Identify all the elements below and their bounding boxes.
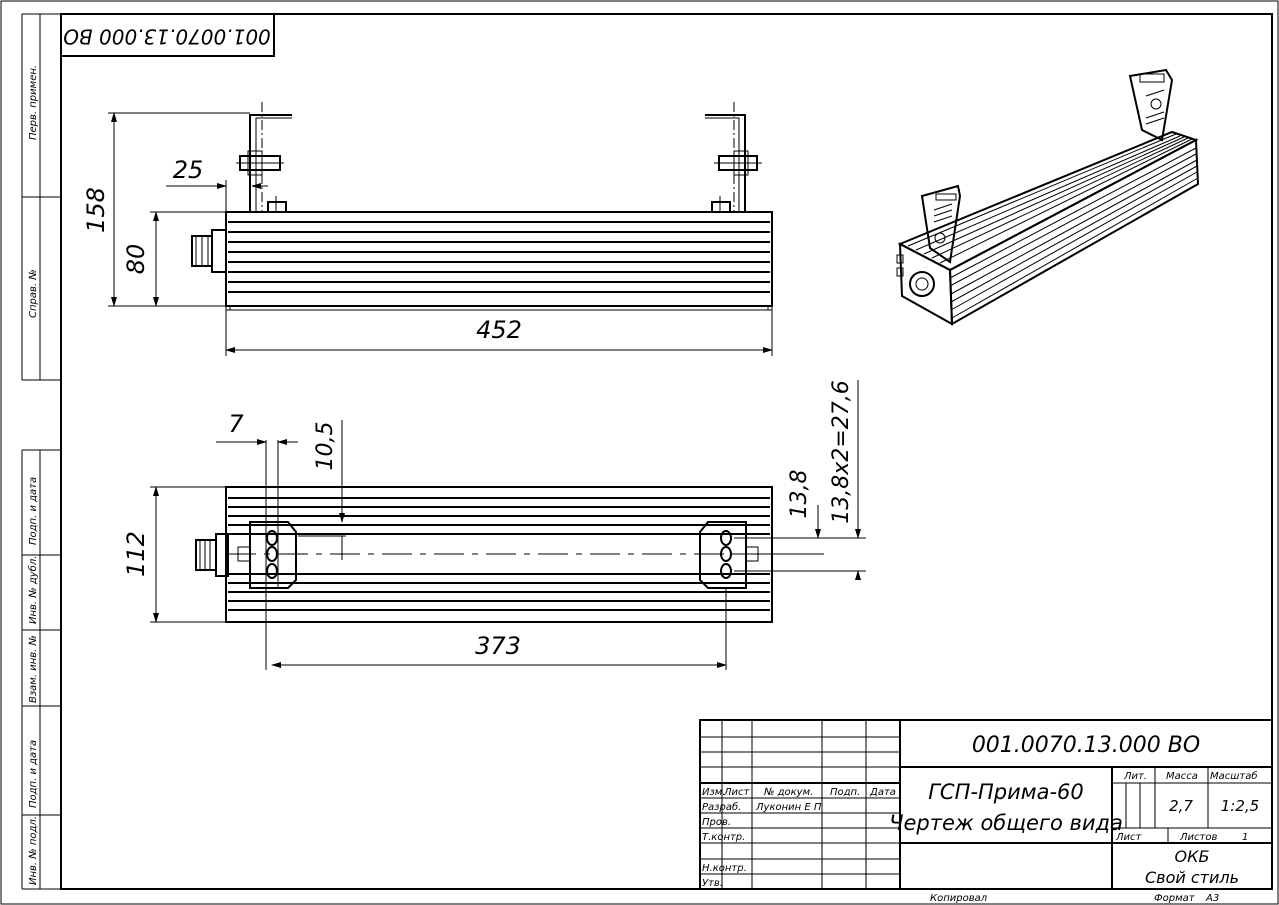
dim-label-158: 158 <box>82 187 110 233</box>
title-block: Изм. Лист № докум. Подп. Дата Разраб. Лу… <box>699 719 1273 904</box>
front-fins <box>228 221 770 293</box>
tb-sheet-code: 001.0070.13.000 ВО <box>972 733 1200 758</box>
front-view: 158 80 25 452 <box>82 102 773 356</box>
tb-masshtab-val: 1:2,5 <box>1221 797 1259 815</box>
plate-left <box>237 440 297 670</box>
dim-label-80: 80 <box>122 244 150 275</box>
dim-label-373: 373 <box>475 632 521 660</box>
sheet-code-rotated: 001.0070.13.000 ВО <box>63 25 271 49</box>
cable-gland-top <box>195 533 229 577</box>
tb-list: Лист <box>1115 832 1143 843</box>
tb-massa: Масса <box>1166 771 1198 782</box>
dim-373: 373 <box>271 632 727 668</box>
top-fins <box>228 497 770 611</box>
iso-fins <box>907 133 1199 319</box>
tb-listov-val: 1 <box>1242 832 1248 843</box>
dim-7: 7 <box>216 410 298 445</box>
dim-25: 25 <box>166 156 268 214</box>
tb-massa-val: 2,7 <box>1169 797 1193 815</box>
bracket-left <box>236 102 292 213</box>
top-view: 112 373 7 10,5 13,8 13,8х2=27 <box>122 380 866 670</box>
code-box-rotated: 001.0070.13.000 ВО <box>60 13 275 57</box>
tb-col-dokum: № докум. <box>763 787 813 798</box>
dim-13-8x2: 13,8х2=27,6 <box>734 380 866 580</box>
tb-listov: Листов <box>1179 832 1217 843</box>
inner-frame <box>60 13 1273 890</box>
isometric-view <box>896 68 1200 326</box>
dim-label-452: 452 <box>476 316 522 344</box>
tb-utv: Утв. <box>702 878 723 889</box>
side-strip: Перв. примен. Справ. № Подп. и дата Инв.… <box>21 13 61 890</box>
dim-label-7: 7 <box>228 410 244 438</box>
tb-razrab-name: Луконин Е П <box>755 802 822 813</box>
bracket-right <box>705 102 762 213</box>
label-vzam-inv: Взам. инв. № <box>28 635 39 703</box>
tb-kopiroval: Копировал <box>930 893 988 904</box>
plate-right <box>699 521 759 670</box>
tb-tkontr: Т.контр. <box>702 832 745 843</box>
tb-col-data: Дата <box>869 787 896 798</box>
tb-lit: Лит. <box>1123 771 1147 782</box>
label-inv-dubl: Инв. № дубл. <box>27 556 39 624</box>
dim-452: 452 <box>225 306 773 356</box>
dim-label-10-5: 10,5 <box>313 422 338 471</box>
dim-158: 158 <box>82 112 250 307</box>
tb-nkontr: Н.контр. <box>702 863 747 874</box>
dim-10-5: 10,5 <box>298 420 346 560</box>
tb-col-izm: Изм. <box>702 787 726 798</box>
tb-col-list: Лист <box>723 787 751 798</box>
dim-112: 112 <box>122 486 226 623</box>
dim-label-112: 112 <box>122 531 150 577</box>
label-inv-podl: Инв. № подл. <box>28 816 39 885</box>
tb-col-podp: Подп. <box>830 787 860 798</box>
dim-label-13-8: 13,8 <box>787 470 812 519</box>
tb-product: ГСП-Прима-60 <box>928 780 1084 804</box>
dim-13-8: 13,8 <box>734 470 824 555</box>
tb-razrab: Разраб. <box>702 801 741 813</box>
label-sprav-no: Справ. № <box>28 269 39 318</box>
tb-format-val: А3 <box>1205 893 1219 904</box>
label-perv-primen: Перв. примен. <box>28 65 39 140</box>
tb-masshtab: Масштаб <box>1210 770 1258 782</box>
dim-label-13-8x2: 13,8х2=27,6 <box>829 380 854 523</box>
dim-80: 80 <box>122 211 226 307</box>
label-podp-data-1: Подп. и дата <box>28 477 39 545</box>
dim-label-25: 25 <box>173 156 204 184</box>
cable-gland-front <box>191 229 227 273</box>
tb-org1: ОКБ <box>1175 847 1210 866</box>
tb-org2: Свой стиль <box>1145 868 1239 887</box>
tb-format: Формат <box>1154 893 1196 904</box>
label-podp-data-2: Подп. и дата <box>28 740 39 808</box>
tb-doc-name: Чертеж общего вида <box>889 811 1123 835</box>
tb-prov: Пров. <box>702 817 731 828</box>
